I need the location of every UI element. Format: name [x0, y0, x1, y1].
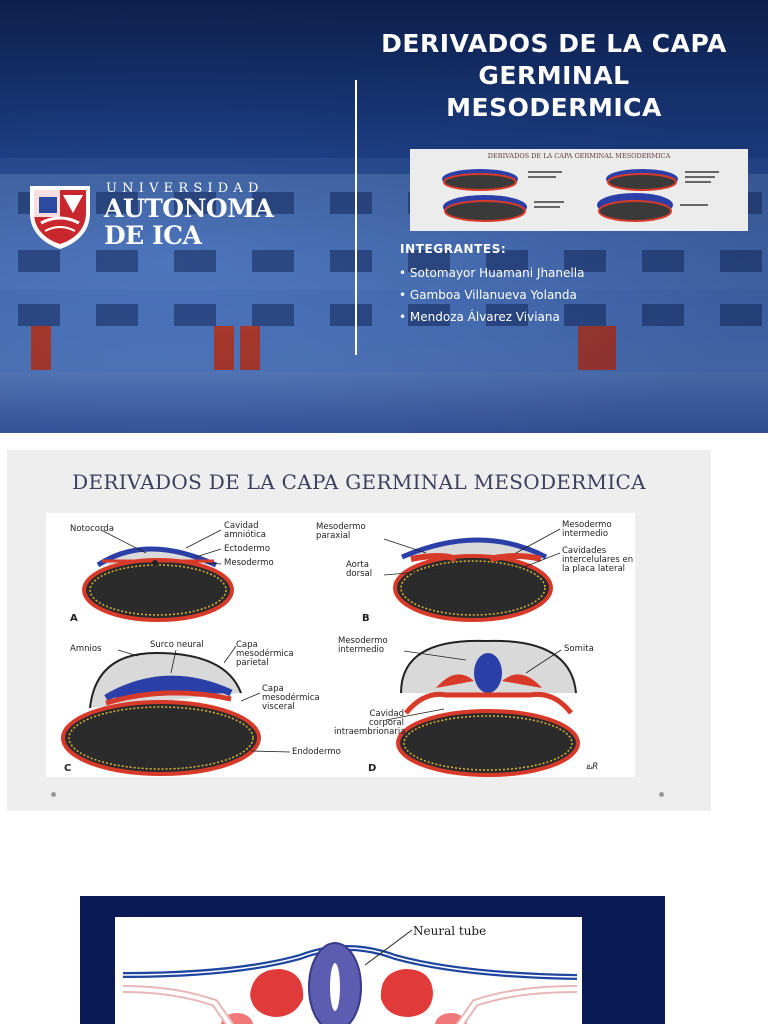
- panel-letter-b: B: [362, 613, 370, 624]
- label-cavidad-corporal: Cavidad corporal intraembrionaria: [334, 710, 404, 737]
- panel-letter-c: C: [64, 763, 71, 774]
- thumbnail-caption: DERIVADOS DE LA CAPA GERMINAL MESODERMIC…: [410, 152, 748, 160]
- label-aorta-dorsal: Aorta dorsal: [346, 561, 384, 579]
- label-cavidades-intercelulares: Cavidades intercelulares en la placa lat…: [562, 547, 634, 574]
- title-line: GERMINAL: [355, 60, 753, 92]
- title-line: MESODERMICA: [355, 92, 753, 124]
- label-cavidad-amniotica: Cavidad amniótica: [224, 522, 294, 540]
- title-line: DERIVADOS DE LA CAPA: [355, 28, 753, 60]
- slide-indicator-dot: [51, 792, 56, 797]
- artist-signature: ఒR: [586, 763, 598, 772]
- label-endodermo: Endodermo: [292, 748, 341, 757]
- slide-indicator-dot: [659, 792, 664, 797]
- mesoderm-derivatives-slide: DERIVADOS DE LA CAPA GERMINAL MESODERMIC…: [7, 450, 711, 811]
- panel-a-drawing: [84, 549, 232, 620]
- embryo-diagram: Notocorda Cavidad amniótica Ectodermo Me…: [46, 513, 635, 777]
- neural-tube-diagram: Neural tube: [115, 917, 582, 1024]
- label-capa-mesodermica-visceral: Capa mesodérmica visceral: [262, 685, 336, 712]
- thumbnail-embryo-illustration: [410, 149, 748, 231]
- university-name-line1: AUTONOMA: [104, 194, 273, 223]
- label-mesodermo-intermedio-d: Mesodermo intermedio: [338, 637, 408, 655]
- university-shield-icon: [27, 183, 93, 250]
- label-neural-tube: Neural tube: [413, 924, 486, 938]
- member-name: • Mendoza Álvarez Viviana: [399, 310, 560, 324]
- members-heading: INTEGRANTES:: [400, 242, 506, 256]
- panel-d-drawing: [398, 641, 578, 775]
- label-somita: Somita: [564, 645, 594, 654]
- label-surco-neural: Surco neural: [150, 641, 204, 650]
- title-slide: UNIVERSIDAD AUTONOMA DE ICA DERIVADOS DE…: [0, 0, 768, 433]
- label-mesodermo-intermedio: Mesodermo intermedio: [562, 521, 634, 539]
- university-name-line2: DE ICA: [104, 221, 201, 250]
- slide-heading: DERIVADOS DE LA CAPA GERMINAL MESODERMIC…: [7, 470, 711, 494]
- label-amnios: Amnios: [70, 645, 101, 654]
- member-name: • Gamboa Villanueva Yolanda: [399, 288, 577, 302]
- label-ectodermo: Ectodermo: [224, 545, 270, 554]
- panel-c-drawing: [63, 653, 259, 774]
- member-name: • Sotomayor Huamani Jhanella: [399, 266, 584, 280]
- neural-tube-illustration: [115, 917, 582, 1024]
- label-mesodermo-paraxial: Mesodermo paraxial: [316, 523, 386, 541]
- panel-b-drawing: [395, 540, 551, 620]
- neural-tube-slide: Neural tube: [80, 896, 665, 1024]
- diagram-thumbnail: DERIVADOS DE LA CAPA GERMINAL MESODERMIC…: [410, 149, 748, 231]
- label-notocorda: Notocorda: [70, 525, 114, 534]
- label-capa-mesodermica-parietal: Capa mesodérmica parietal: [236, 641, 314, 668]
- label-mesodermo: Mesodermo: [224, 559, 274, 568]
- panel-letter-d: D: [368, 763, 376, 774]
- presentation-title: DERIVADOS DE LA CAPA GERMINAL MESODERMIC…: [355, 28, 753, 124]
- panel-letter-a: A: [70, 613, 78, 624]
